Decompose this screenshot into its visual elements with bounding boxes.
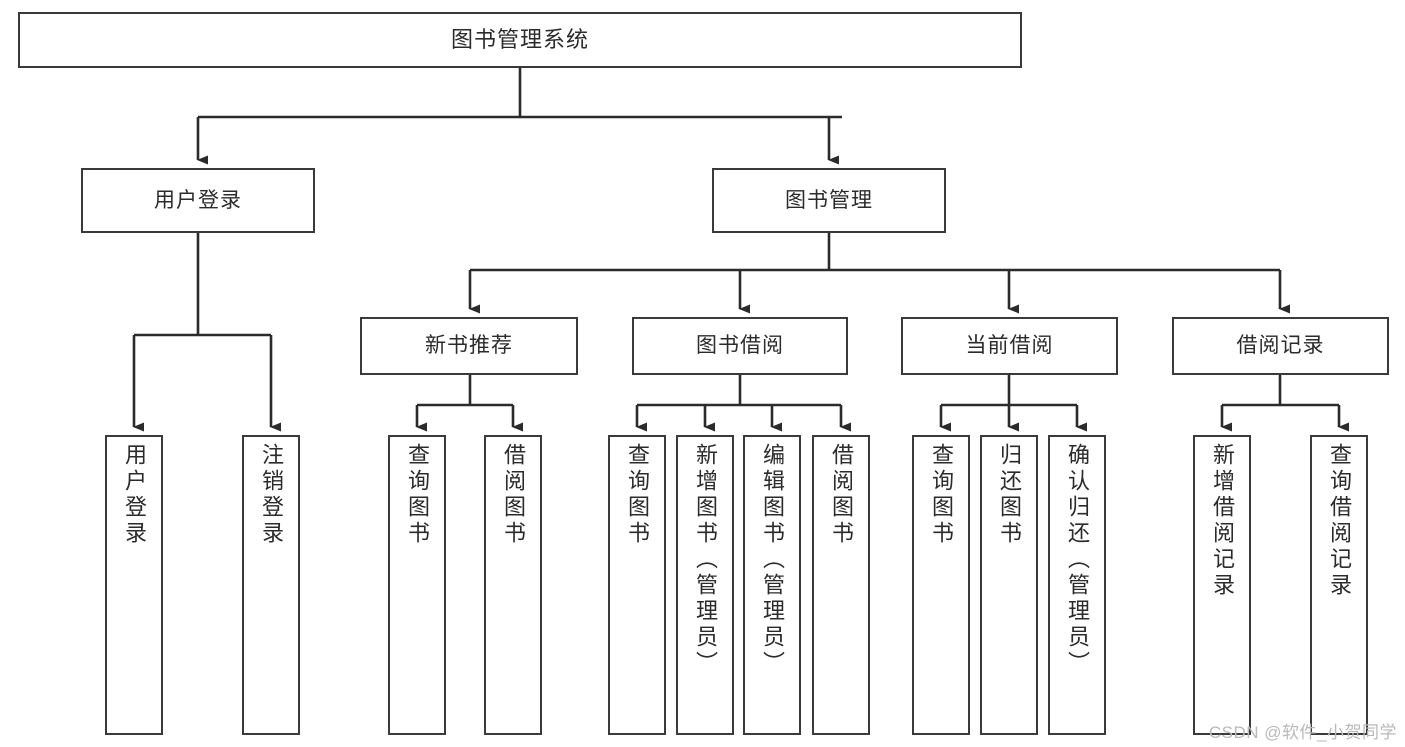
node-label: 编辑图书（管理员）	[760, 443, 785, 677]
leaf-current-confirm-return-admin[interactable]: 确认归还（管理员）	[1048, 435, 1106, 735]
node-label: 查询借阅记录	[1327, 443, 1352, 599]
node-label: 新增图书（管理员）	[693, 443, 718, 677]
leaf-current-query-book[interactable]: 查询图书	[912, 435, 970, 735]
node-new-book-recommend[interactable]: 新书推荐	[360, 317, 578, 375]
leaf-user-login-login[interactable]: 用户登录	[105, 435, 163, 735]
leaf-recommend-borrow-book[interactable]: 借阅图书	[484, 435, 542, 735]
watermark-csdn: CSDN @软件_小贺同学	[1208, 723, 1397, 742]
leaf-current-return-book[interactable]: 归还图书	[980, 435, 1038, 735]
leaf-borrow-edit-book-admin[interactable]: 编辑图书（管理员）	[743, 435, 801, 735]
leaf-borrow-query-book[interactable]: 查询图书	[608, 435, 666, 735]
node-label: 借阅记录	[1236, 334, 1325, 358]
node-label: 查询图书	[405, 443, 430, 547]
node-label: 图书管理	[785, 188, 873, 212]
node-root-library-system[interactable]: 图书管理系统	[18, 12, 1022, 68]
leaf-borrow-add-book-admin[interactable]: 新增图书（管理员）	[676, 435, 734, 735]
node-book-borrow[interactable]: 图书借阅	[632, 317, 848, 375]
leaf-borrow-borrow-book[interactable]: 借阅图书	[812, 435, 870, 735]
node-label: 图书管理系统	[450, 26, 589, 52]
node-label: 新书推荐	[425, 334, 513, 358]
node-label: 用户登录	[154, 188, 242, 212]
node-user-login[interactable]: 用户登录	[81, 168, 315, 233]
node-label: 图书借阅	[696, 334, 784, 358]
leaf-record-add-record[interactable]: 新增借阅记录	[1193, 435, 1251, 735]
node-label: 用户登录	[122, 443, 147, 547]
node-borrow-record[interactable]: 借阅记录	[1172, 317, 1389, 375]
node-label: 查询图书	[625, 443, 650, 547]
node-label: 借阅图书	[501, 443, 526, 547]
node-label: 注销登录	[259, 443, 284, 547]
node-label: 确认归还（管理员）	[1065, 443, 1090, 677]
node-current-borrow[interactable]: 当前借阅	[901, 317, 1118, 375]
node-label: 归还图书	[997, 443, 1022, 547]
node-label: 查询图书	[929, 443, 954, 547]
node-book-management[interactable]: 图书管理	[712, 168, 946, 233]
leaf-recommend-query-book[interactable]: 查询图书	[388, 435, 446, 735]
node-label: 当前借阅	[965, 334, 1054, 358]
node-label: 新增借阅记录	[1210, 443, 1235, 599]
leaf-user-login-logout[interactable]: 注销登录	[242, 435, 300, 735]
leaf-record-query-record[interactable]: 查询借阅记录	[1310, 435, 1368, 735]
node-label: 借阅图书	[829, 443, 854, 547]
